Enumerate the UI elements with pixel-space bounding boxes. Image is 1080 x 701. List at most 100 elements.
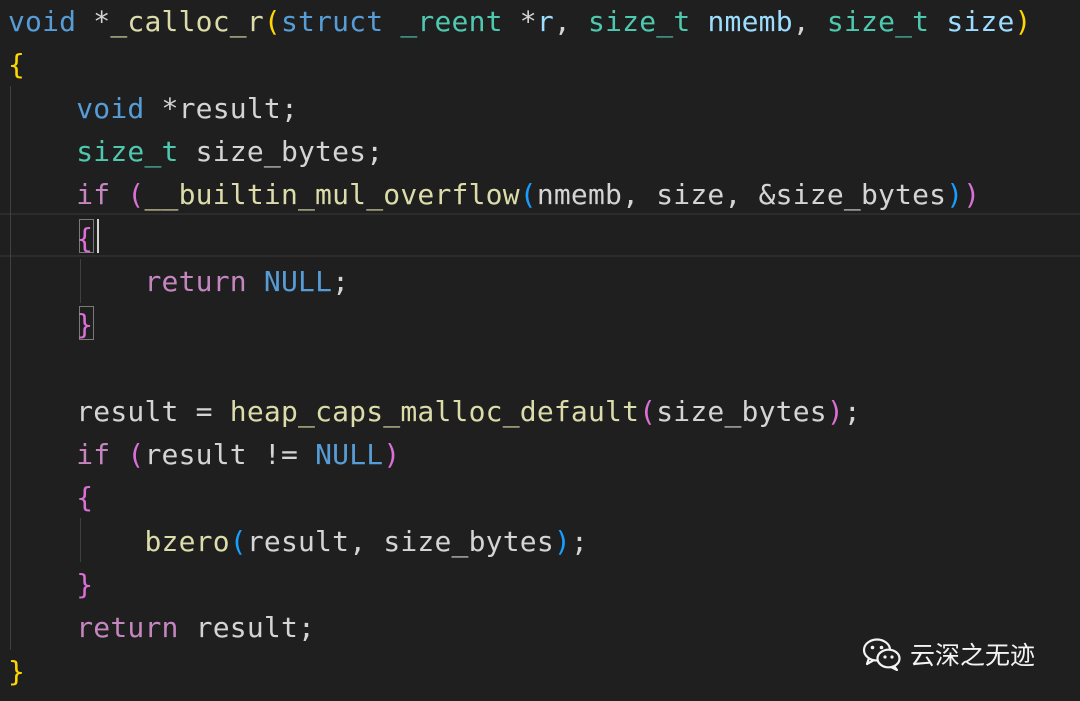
code-token: * [502,5,537,38]
code-token [8,92,76,125]
code-token: heap_caps_malloc_default [229,394,640,428]
code-token: ; [570,524,589,558]
code-token [8,611,76,644]
code-token: ; [332,264,350,298]
code-token: result [195,611,299,645]
code-token: { [76,481,94,515]
code-token: { [8,48,26,82]
code-token: result [144,438,247,471]
code-token [179,611,196,644]
indent-guide-if-block [80,259,81,303]
code-token: } [76,567,94,601]
watermark-text: 云深之无迹 [910,641,1036,670]
code-token: ( [127,438,145,471]
code-token: * [76,5,111,38]
current-line-highlight [0,213,1080,257]
code-token: ; [843,394,861,428]
indent-guide-inner-block [80,518,81,562]
indent-guide-outer [10,86,11,650]
code-token: , & [724,178,776,212]
code-token [8,308,76,341]
code-token: ) [383,438,401,471]
code-token: NULL [263,264,333,298]
code-token: * [144,91,179,125]
code-token: nmemb [536,178,623,212]
code-token [8,438,76,471]
code-line: return result; [8,606,315,649]
code-token [8,265,144,298]
code-token: ( [519,178,537,212]
code-token: ) [826,394,844,428]
code-line: if (result != NULL) [8,433,400,476]
text-cursor [97,219,99,253]
code-token [247,265,264,298]
code-line: result = heap_caps_malloc_default(size_b… [8,390,861,433]
code-token: nmemb [707,5,793,38]
code-token: __builtin_mul_overflow [144,178,520,212]
code-token: , [349,524,384,558]
code-token: size [656,178,725,212]
code-token: size_bytes [383,524,554,558]
matched-open-bracket-box [79,219,94,253]
code-token [110,178,127,211]
code-token: ( [263,5,281,38]
code-line: { [8,476,93,519]
code-line: { [8,217,93,260]
code-token: size_t [76,134,179,168]
code-token: ; [366,134,384,168]
code-line: } [8,563,93,606]
code-line: void *result; [8,87,298,130]
code-token: _reent [400,5,503,38]
code-token: = [178,394,230,428]
code-token: ( [639,394,657,428]
code-line: return NULL; [8,260,349,303]
code-token: return [144,264,247,298]
code-token: if [76,438,111,471]
code-token [8,222,76,255]
code-token: void [76,91,145,125]
code-token [8,395,76,428]
code-token: struct [280,5,384,38]
code-token: size_bytes [775,178,947,212]
code-token: result [76,394,179,428]
code-line: { [8,43,25,86]
code-token: ; [298,611,316,645]
code-token [110,438,127,471]
code-token: NULL [315,438,384,471]
code-line: bzero(result, size_bytes); [8,520,588,563]
wechat-icon [862,637,902,672]
code-token: size_t [588,5,691,38]
code-line: size_t size_bytes; [8,130,383,173]
code-token: ) [963,178,981,212]
code-token [8,178,76,211]
code-token [8,481,76,514]
code-token: _calloc_r [110,5,264,38]
code-token [179,135,196,168]
code-token: } [76,308,94,342]
code-token: void [8,5,77,38]
code-token: ( [127,178,145,212]
code-token: result [178,91,281,125]
code-token: size_t [826,5,930,38]
code-token: return [76,611,179,645]
code-line: } [8,650,25,693]
code-token: ) [946,178,964,212]
code-token: , [792,5,827,38]
code-line: } [8,303,93,346]
code-token: ) [553,524,571,558]
code-token [8,135,76,168]
code-token: size [946,5,1015,38]
code-token [383,5,400,38]
code-token: size_bytes [195,134,367,168]
code-token: ; [280,91,299,125]
code-token: r [536,5,554,38]
code-line: void *_calloc_r(struct _reent *r, size_t… [8,0,1032,43]
code-token: ) [1014,5,1032,38]
code-token [690,5,707,38]
watermark: 云深之无迹 [862,636,1035,672]
code-token: , [622,178,657,212]
code-token: size_bytes [656,394,827,428]
code-token [8,525,144,558]
code-token: result [246,524,350,558]
